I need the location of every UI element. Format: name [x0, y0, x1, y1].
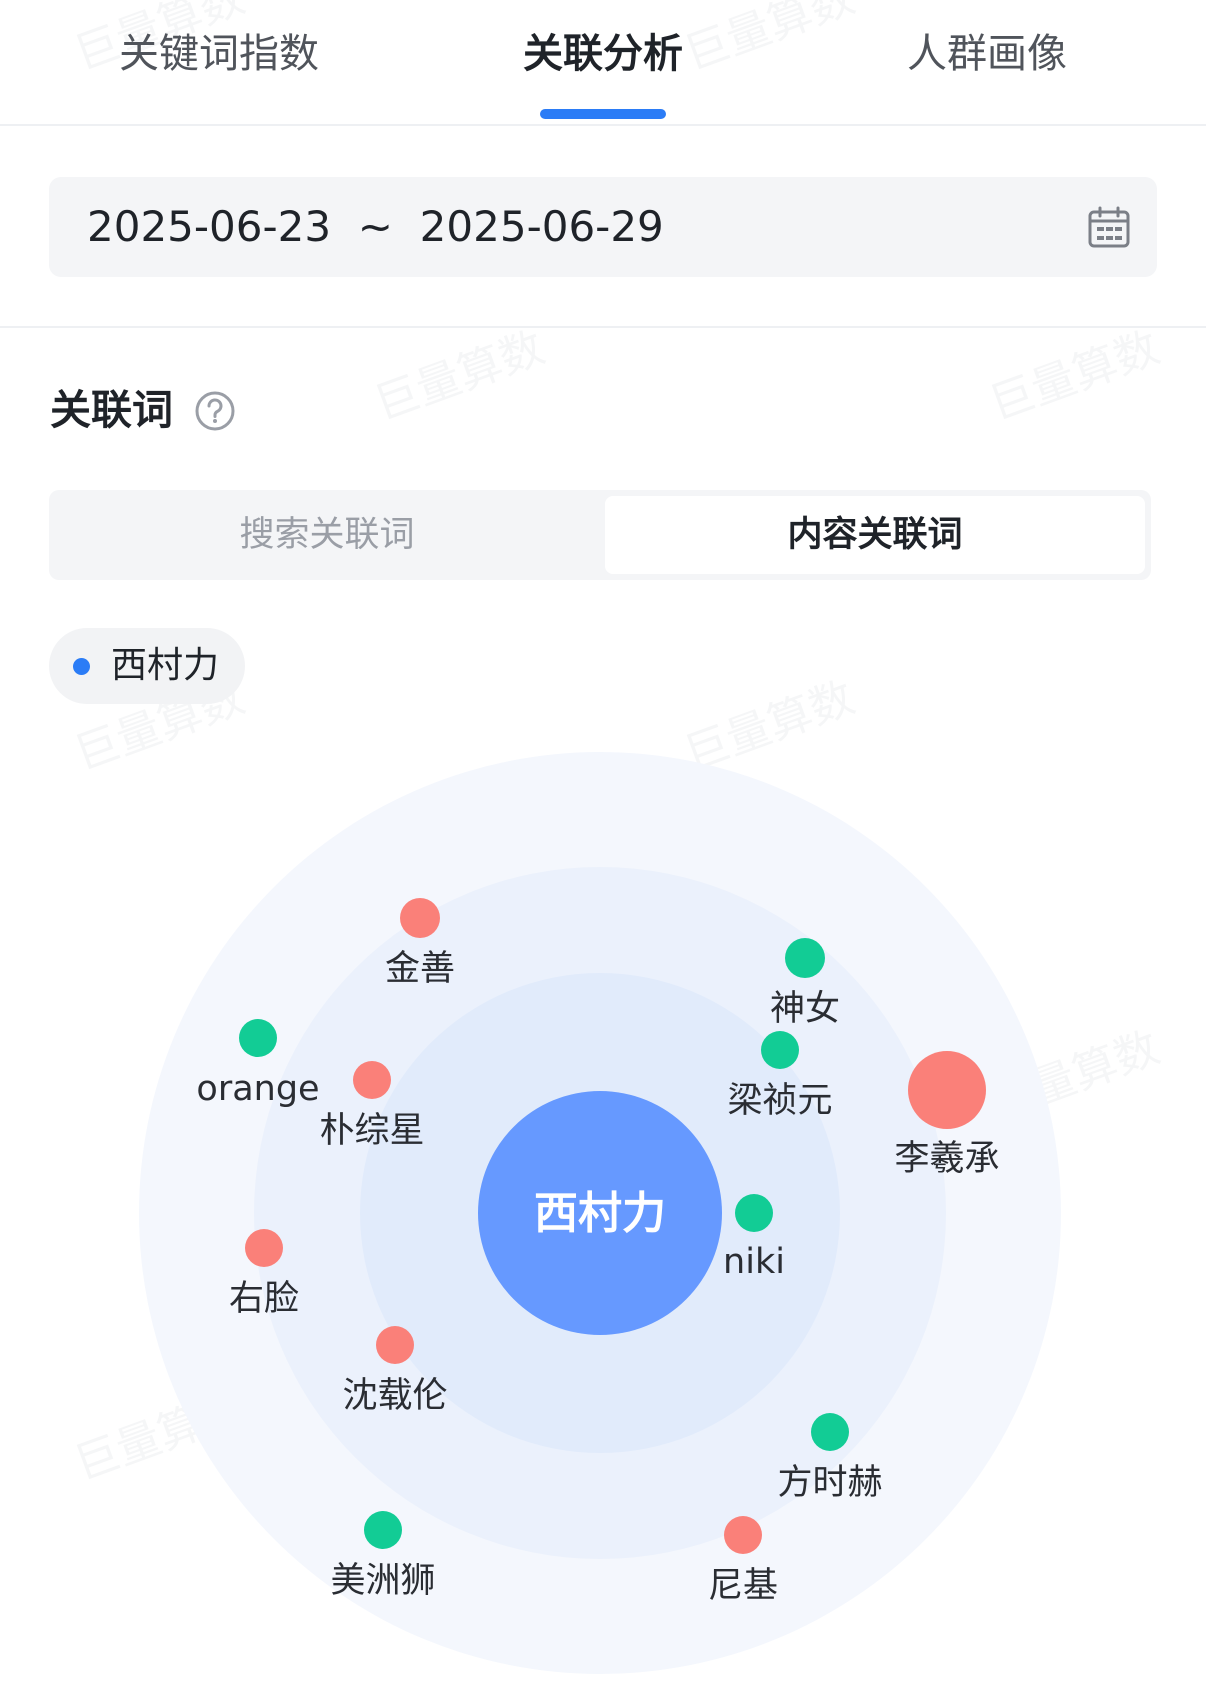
- word-node[interactable]: 神女: [770, 938, 840, 1029]
- node-label: 梁祯元: [727, 1081, 832, 1121]
- node-bubble[interactable]: [376, 1326, 414, 1364]
- node-bubble[interactable]: [811, 1413, 849, 1451]
- node-bubble[interactable]: [364, 1511, 402, 1549]
- tab-related-analysis[interactable]: 关联分析: [523, 31, 683, 77]
- date-range-text: 2025-06-23 ~ 2025-06-29: [87, 202, 664, 251]
- tab-keyword-index[interactable]: 关键词指数: [119, 31, 319, 77]
- node-label: niki: [723, 1242, 785, 1282]
- word-node[interactable]: 美洲狮: [330, 1511, 436, 1601]
- node-label: 右脸: [229, 1279, 299, 1319]
- word-node[interactable]: orange: [196, 1019, 320, 1109]
- node-label: 尼基: [708, 1566, 778, 1606]
- node-bubble[interactable]: [724, 1516, 762, 1554]
- node-label: 神女: [770, 989, 840, 1029]
- keyword-chip-label: 西村力: [111, 645, 220, 686]
- word-node[interactable]: 朴综星: [319, 1061, 425, 1151]
- word-node[interactable]: 沈载伦: [342, 1326, 448, 1416]
- node-label: 金善: [385, 949, 455, 989]
- related-words-graph: 西村力 金善 神女 orange 朴综星 梁祯元 李羲承 niki 右脸 沈载伦…: [139, 752, 1061, 1674]
- question-circle-icon[interactable]: [194, 390, 236, 432]
- node-bubble[interactable]: [245, 1229, 283, 1267]
- segment-content-related[interactable]: 内容关联词: [605, 496, 1145, 574]
- node-label: orange: [196, 1069, 319, 1109]
- node-label: 方时赫: [777, 1463, 882, 1503]
- word-node[interactable]: 右脸: [229, 1229, 299, 1319]
- node-bubble[interactable]: [400, 898, 440, 938]
- node-bubble[interactable]: [735, 1194, 773, 1232]
- center-bubble[interactable]: [478, 1091, 722, 1335]
- node-label: 沈载伦: [342, 1376, 447, 1416]
- watermark: 巨量算数: [983, 322, 1166, 431]
- node-label: 李羲承: [894, 1139, 999, 1179]
- section-title: 关联词: [50, 386, 173, 434]
- related-word-type-toggle: 搜索关联词 内容关联词: [49, 490, 1151, 580]
- center-label: 西村力: [534, 1188, 666, 1239]
- word-node[interactable]: 尼基: [708, 1516, 778, 1606]
- date-range-picker[interactable]: 2025-06-23 ~ 2025-06-29: [49, 177, 1157, 277]
- active-tab-indicator: [540, 109, 666, 119]
- word-node[interactable]: 李羲承: [894, 1051, 1000, 1179]
- node-bubble[interactable]: [908, 1051, 986, 1129]
- tab-bar: 关键词指数 关联分析 人群画像: [0, 0, 1206, 126]
- word-node[interactable]: niki: [723, 1194, 785, 1282]
- segment-search-related[interactable]: 搜索关联词: [239, 515, 415, 555]
- tab-audience-profile[interactable]: 人群画像: [907, 31, 1067, 77]
- node-label: 朴综星: [319, 1111, 424, 1151]
- node-bubble[interactable]: [353, 1061, 391, 1099]
- node-label: 美洲狮: [330, 1561, 435, 1601]
- watermark: 巨量算数: [368, 322, 551, 431]
- word-node[interactable]: 方时赫: [777, 1413, 883, 1503]
- node-bubble[interactable]: [239, 1019, 277, 1057]
- keyword-color-dot: [73, 658, 90, 675]
- node-bubble[interactable]: [761, 1031, 799, 1069]
- section-divider: [0, 326, 1206, 328]
- word-node[interactable]: 金善: [385, 898, 455, 989]
- word-node[interactable]: 梁祯元: [727, 1031, 833, 1121]
- keyword-chip[interactable]: 西村力: [49, 628, 245, 704]
- center-node[interactable]: 西村力: [478, 1091, 722, 1335]
- calendar-icon[interactable]: [1087, 206, 1131, 250]
- node-bubble[interactable]: [785, 938, 825, 978]
